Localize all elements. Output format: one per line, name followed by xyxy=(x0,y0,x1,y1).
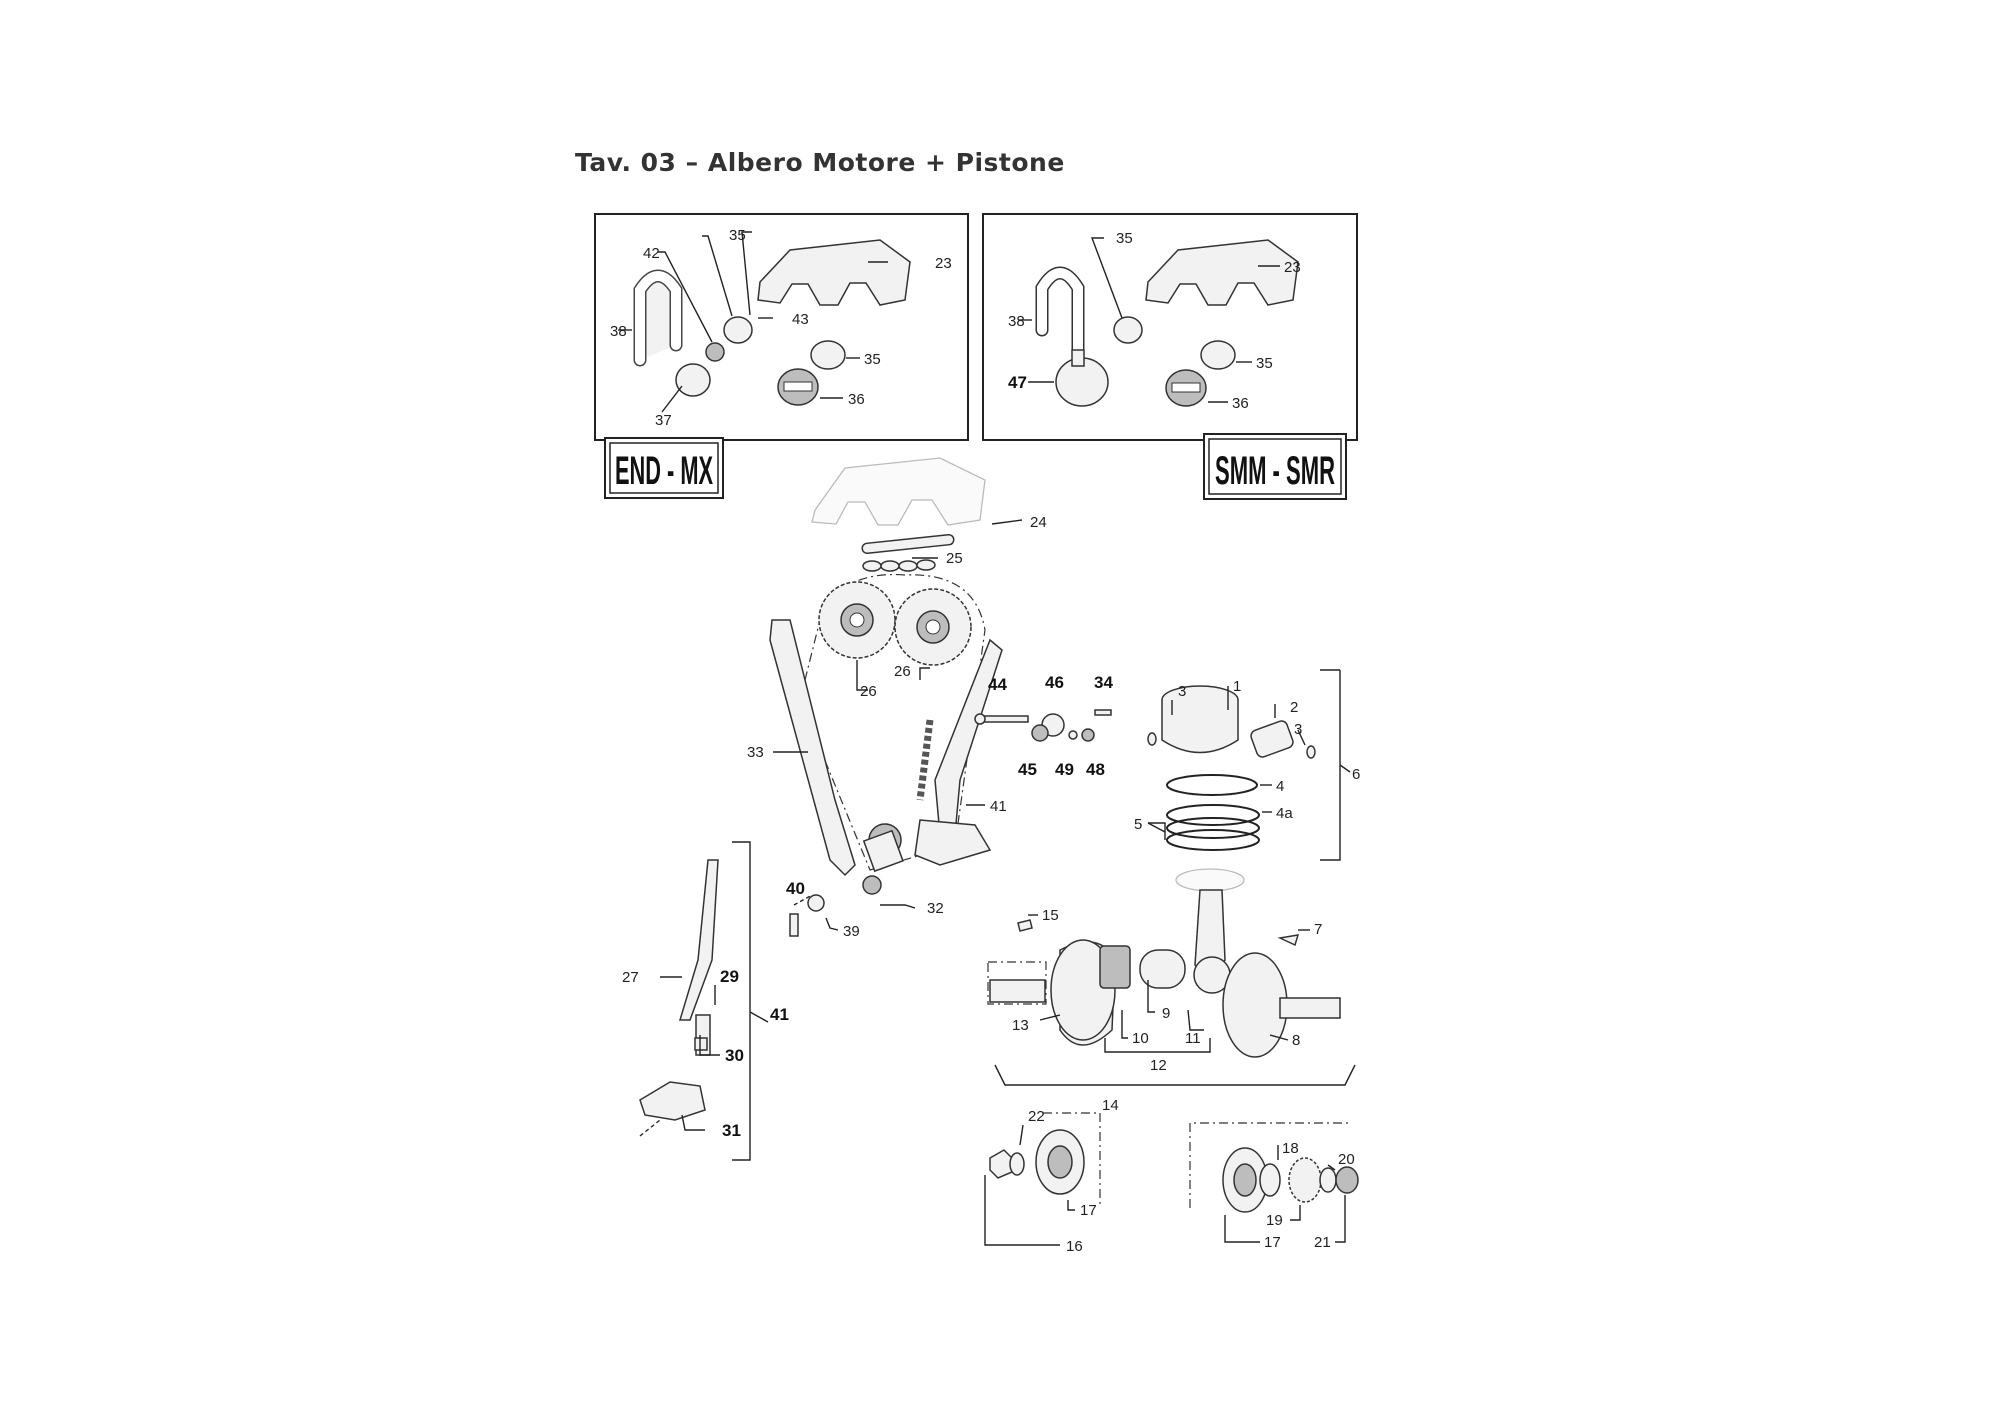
callout: 45 xyxy=(1018,760,1037,779)
callout: 15 xyxy=(1042,907,1059,924)
callout: 41 xyxy=(770,1005,789,1024)
callout: 26 xyxy=(894,663,911,680)
callout: 6 xyxy=(1352,766,1360,783)
callout: 29 xyxy=(720,967,739,986)
callout: 22 xyxy=(1028,1108,1045,1125)
callout: 42 xyxy=(643,245,660,262)
callout: 36 xyxy=(1232,395,1249,412)
callout: 2 xyxy=(1290,699,1298,716)
callout: 4 xyxy=(1276,778,1284,795)
callout: 17 xyxy=(1264,1234,1281,1251)
callout: 33 xyxy=(747,744,764,761)
callout: 30 xyxy=(725,1046,744,1065)
callout: 23 xyxy=(1284,259,1301,276)
callout: 5 xyxy=(1134,816,1142,833)
callout: 38 xyxy=(1008,313,1025,330)
callout: 14 xyxy=(1102,1097,1119,1114)
callout: 25 xyxy=(946,550,963,567)
callout: 12 xyxy=(1150,1057,1167,1074)
callout: 47 xyxy=(1008,373,1027,392)
callout: 21 xyxy=(1314,1234,1331,1251)
page-title: Tav. 03 – Albero Motore + Pistone xyxy=(575,148,1065,177)
callout: 11 xyxy=(1185,1030,1201,1047)
main-assembly xyxy=(639,457,1359,1246)
callout: 1 xyxy=(1233,678,1241,695)
callout: 7 xyxy=(1314,921,1322,938)
callout: 44 xyxy=(988,675,1007,694)
callout: 46 xyxy=(1045,673,1064,692)
callout: 39 xyxy=(843,923,860,940)
inset-end-mx xyxy=(594,213,969,441)
callout: 31 xyxy=(722,1121,741,1140)
callout: 3 xyxy=(1294,721,1302,738)
callout: 23 xyxy=(935,255,952,272)
callout: 18 xyxy=(1282,1140,1299,1157)
callout: 20 xyxy=(1338,1151,1355,1168)
callout: 36 xyxy=(848,391,865,408)
variant-label-smm-smr: SMM - SMR xyxy=(1215,449,1335,493)
callout: 19 xyxy=(1266,1212,1283,1229)
callout: 32 xyxy=(927,900,944,917)
callout: 27 xyxy=(622,969,639,986)
callout: 35 xyxy=(729,227,746,244)
callout: 13 xyxy=(1012,1017,1029,1034)
callout: 38 xyxy=(610,323,627,340)
callout: 26 xyxy=(860,683,877,700)
callout: 43 xyxy=(792,311,809,328)
variant-tag-smm-smr: SMM - SMR xyxy=(1203,433,1347,500)
callout: 8 xyxy=(1292,1032,1300,1049)
callout: 10 xyxy=(1132,1030,1149,1047)
callout: 16 xyxy=(1066,1238,1083,1255)
callout: 24 xyxy=(1030,514,1047,531)
callout: 9 xyxy=(1162,1005,1170,1022)
callout: 3 xyxy=(1178,683,1186,700)
callout: 41 xyxy=(990,798,1007,815)
callout: 49 xyxy=(1055,760,1074,779)
callout: 40 xyxy=(786,879,805,898)
variant-label-end-mx: END - MX xyxy=(615,449,713,493)
callout: 35 xyxy=(864,351,881,368)
callout: 34 xyxy=(1094,673,1113,692)
callout: 35 xyxy=(1116,230,1133,247)
inset-smm-smr xyxy=(982,213,1358,441)
callout: 48 xyxy=(1086,760,1105,779)
callout: 35 xyxy=(1256,355,1273,372)
callout: 37 xyxy=(655,412,672,429)
variant-tag-end-mx: END - MX xyxy=(604,437,724,499)
callout: 17 xyxy=(1080,1202,1097,1219)
callout: 4a xyxy=(1276,805,1293,822)
